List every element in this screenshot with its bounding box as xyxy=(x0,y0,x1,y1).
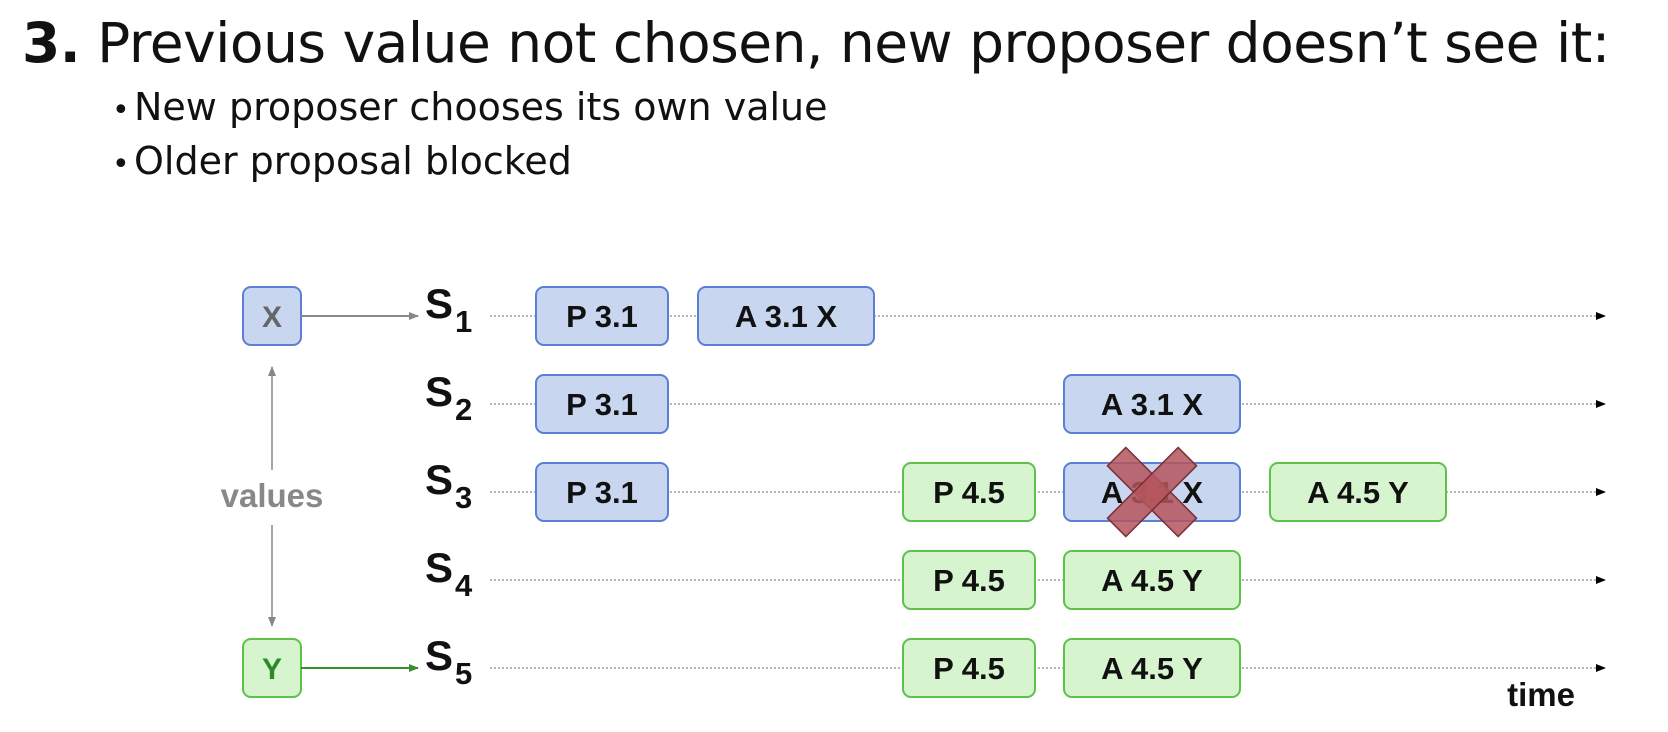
message-box: P 3.1 xyxy=(535,286,669,346)
message-label: A 4.5 Y xyxy=(1101,651,1203,686)
reject-x-bar xyxy=(1106,446,1198,538)
bullet-text: New proposer chooses its own value xyxy=(134,85,828,129)
message-box: A 4.5 Y xyxy=(1063,638,1241,698)
message-label: P 3.1 xyxy=(566,387,638,422)
message-label: A 4.5 Y xyxy=(1101,563,1203,598)
value-box-x: X xyxy=(242,286,302,346)
value-label: X xyxy=(262,301,282,334)
message-label: P 4.5 xyxy=(933,475,1005,510)
bullet-item: •New proposer chooses its own value xyxy=(112,80,828,134)
message-box: A 4.5 Y xyxy=(1269,462,1447,522)
bullet-item: •Older proposal blocked xyxy=(112,134,828,188)
bullet-list: •New proposer chooses its own value •Old… xyxy=(112,80,828,188)
message-label: A 3.1 X xyxy=(1101,387,1204,422)
message-box-bg xyxy=(1063,550,1241,610)
message-box: P 4.5 xyxy=(902,550,1036,610)
message-box-bg xyxy=(902,462,1036,522)
message-box-bg xyxy=(535,374,669,434)
reject-x-icon xyxy=(1106,446,1198,538)
server-label-s4: S4 xyxy=(425,544,473,603)
message-box: A 3.1 X xyxy=(697,286,875,346)
message-label: P 4.5 xyxy=(933,651,1005,686)
value-label: Y xyxy=(262,653,282,686)
message-box-bg xyxy=(902,550,1036,610)
message-box-bg xyxy=(1269,462,1447,522)
bullet-dot: • xyxy=(112,93,130,128)
message-box-bg xyxy=(1063,374,1241,434)
time-axis-label: time xyxy=(1507,676,1575,713)
message-label: P 4.5 xyxy=(933,563,1005,598)
bullet-dot: • xyxy=(112,147,130,182)
heading-number: 3. xyxy=(22,11,81,75)
message-box-bg xyxy=(535,462,669,522)
message-label: A 4.5 Y xyxy=(1307,475,1409,510)
heading-text: Previous value not chosen, new proposer … xyxy=(97,11,1610,75)
message-box: P 4.5 xyxy=(902,638,1036,698)
server-label-s3: S3 xyxy=(425,456,472,515)
message-label: P 3.1 xyxy=(566,475,638,510)
message-box: P 4.5 xyxy=(902,462,1036,522)
message-box: A 3.1 X xyxy=(1063,374,1241,434)
message-label: P 3.1 xyxy=(566,299,638,334)
server-label-s5: S5 xyxy=(425,632,472,691)
values-label: values xyxy=(221,477,324,514)
message-box-bg xyxy=(902,638,1036,698)
message-box-bg xyxy=(1063,638,1241,698)
message-box: P 3.1 xyxy=(535,374,669,434)
server-label-s1: S1 xyxy=(425,280,472,339)
bullet-text: Older proposal blocked xyxy=(134,139,572,183)
message-box: A 4.5 Y xyxy=(1063,550,1241,610)
message-box: P 3.1 xyxy=(535,462,669,522)
slide-heading: 3. Previous value not chosen, new propos… xyxy=(22,8,1610,78)
server-label-s2: S2 xyxy=(425,368,472,427)
message-label: A 3.1 X xyxy=(735,299,838,334)
message-box-bg xyxy=(535,286,669,346)
value-box-y: Y xyxy=(242,638,302,698)
message-box-bg xyxy=(697,286,875,346)
